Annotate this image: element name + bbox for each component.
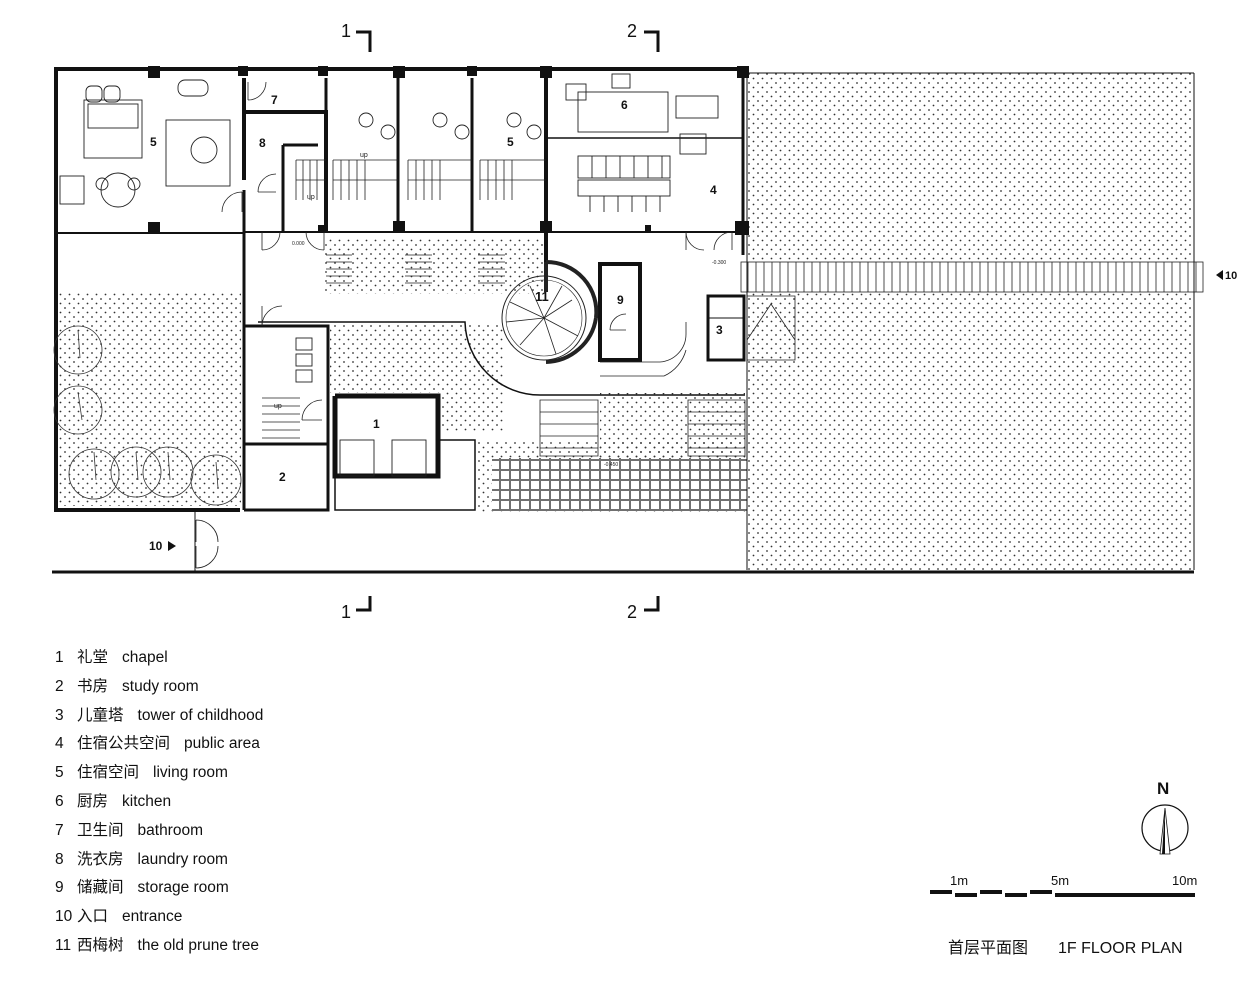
legend-english: kitchen xyxy=(122,792,172,810)
legend-english: laundry room xyxy=(137,850,228,868)
legend-chinese: 住宿空间 xyxy=(77,763,140,782)
section-2-top: 2 xyxy=(627,21,637,41)
legend-number: 3 xyxy=(55,706,64,724)
east-garden xyxy=(747,73,1194,570)
legend-item: 9 储藏间 storage room xyxy=(55,877,263,906)
room-tag-4: 4 xyxy=(710,183,717,197)
stair-up-label: up xyxy=(360,152,368,159)
room-tags: 1 2 3 4 5 5 6 7 8 9 10 10 11 xyxy=(149,93,1237,553)
section-mark-labels: 1 2 1 2 xyxy=(341,21,637,622)
room-tag-7: 7 xyxy=(271,93,278,107)
legend-chinese: 卫生间 xyxy=(77,820,124,839)
legend-english: entrance xyxy=(122,908,183,926)
legend-number: 7 xyxy=(55,821,64,839)
section-1-top: 1 xyxy=(341,21,351,41)
room-tag-11: 11 xyxy=(535,289,549,304)
legend-chinese: 住宿公共空间 xyxy=(77,734,171,753)
drawing-title: 首层平面图 1F FLOOR PLAN xyxy=(948,934,1183,958)
stair-up-label: up xyxy=(307,194,315,201)
paving-grid xyxy=(492,458,747,511)
level-mark: -0.300 xyxy=(712,260,726,266)
legend-number: 5 xyxy=(55,764,64,782)
legend-item: 4 住宿公共空间 public area xyxy=(55,733,263,762)
scale-label-10m: 10m xyxy=(1172,873,1198,888)
room-tag-1: 1 xyxy=(373,417,380,431)
legend-item: 1 礼堂 chapel xyxy=(55,647,263,676)
curved-corridor xyxy=(258,321,745,396)
prune-tree xyxy=(501,259,599,364)
legend-chinese: 洗衣房 xyxy=(77,849,124,868)
room-tag-8: 8 xyxy=(259,136,266,150)
legend-item: 5 住宿空间 living room xyxy=(55,762,263,791)
legend-number: 2 xyxy=(55,677,64,695)
west-garden xyxy=(58,293,241,506)
scale-label-1m: 1m xyxy=(950,873,969,888)
legend-english: storage room xyxy=(137,879,229,897)
legend-chinese: 储藏间 xyxy=(77,878,124,897)
garden-trees xyxy=(53,325,242,506)
legend-item: 3 儿童塔 tower of childhood xyxy=(55,705,263,734)
stair-annotations: up up up 0.000 -0.300 -0.450 xyxy=(274,152,726,468)
legend-number: 1 xyxy=(55,649,64,666)
legend-item: 2 书房 study room xyxy=(55,676,263,705)
scale-label-5m: 5m xyxy=(1051,873,1070,888)
legend-number: 8 xyxy=(55,850,64,868)
level-mark: 0.000 xyxy=(292,241,305,247)
legend-item: 7 卫生间 bathroom xyxy=(55,820,263,849)
drawing-title-chinese: 首层平面图 xyxy=(948,938,1029,957)
interior-walls xyxy=(242,78,746,512)
stairs xyxy=(262,159,796,457)
north-arrow xyxy=(1141,804,1189,855)
room-tag-10-east: 10 xyxy=(1225,270,1237,282)
room-tag-5-east: 5 xyxy=(507,135,514,149)
north-label: N xyxy=(1157,779,1170,798)
door-swings xyxy=(195,81,733,569)
legend-number: 4 xyxy=(55,735,64,753)
legend-item: 8 洗衣房 laundry room xyxy=(55,849,263,878)
legend-chinese: 厨房 xyxy=(77,791,109,810)
room-tag-5-west: 5 xyxy=(150,135,157,149)
legend-chinese: 儿童塔 xyxy=(77,705,124,724)
furniture xyxy=(59,73,719,477)
legend-chinese: 礼堂 xyxy=(77,648,109,666)
entrance-walkway xyxy=(740,261,1204,293)
legend-number: 9 xyxy=(55,879,64,897)
room-tag-10-south: 10 xyxy=(149,539,163,553)
stair-up-label: up xyxy=(274,403,282,410)
legend-item: 11 西梅树 the old prune tree xyxy=(55,935,263,964)
legend-english: bathroom xyxy=(137,821,203,839)
legend-item: 6 厨房 kitchen xyxy=(55,791,263,820)
room-legend: 1 礼堂 chapel 2 书房 study room 3 儿童塔 tower of chi… xyxy=(55,647,263,964)
entrance-arrows xyxy=(168,270,1223,551)
legend-chinese: 书房 xyxy=(77,676,109,695)
legend-number: 6 xyxy=(55,792,64,810)
scale-bar xyxy=(930,890,1195,897)
legend-number: 11 xyxy=(55,936,72,954)
level-mark: -0.450 xyxy=(604,462,618,468)
section-2-bottom: 2 xyxy=(627,602,637,622)
legend-english: the old prune tree xyxy=(137,936,260,954)
legend-chinese: 西梅树 xyxy=(77,935,124,954)
room-tag-9: 9 xyxy=(617,293,624,307)
legend-number: 10 xyxy=(55,908,73,926)
legend-english: tower of childhood xyxy=(137,706,264,724)
section-markers xyxy=(356,30,660,612)
structural-columns xyxy=(148,66,749,235)
legend-chinese: 入口 xyxy=(77,907,109,926)
room-tag-2: 2 xyxy=(279,470,286,484)
room-tag-3: 3 xyxy=(716,323,723,337)
legend-english: study room xyxy=(122,677,199,695)
legend-english: chapel xyxy=(122,649,168,666)
drawing-title-english: 1F FLOOR PLAN xyxy=(1058,940,1183,957)
legend-english: living room xyxy=(153,764,228,782)
legend-english: public area xyxy=(184,735,260,753)
section-1-bottom: 1 xyxy=(341,602,351,622)
room-tag-6: 6 xyxy=(621,98,628,112)
